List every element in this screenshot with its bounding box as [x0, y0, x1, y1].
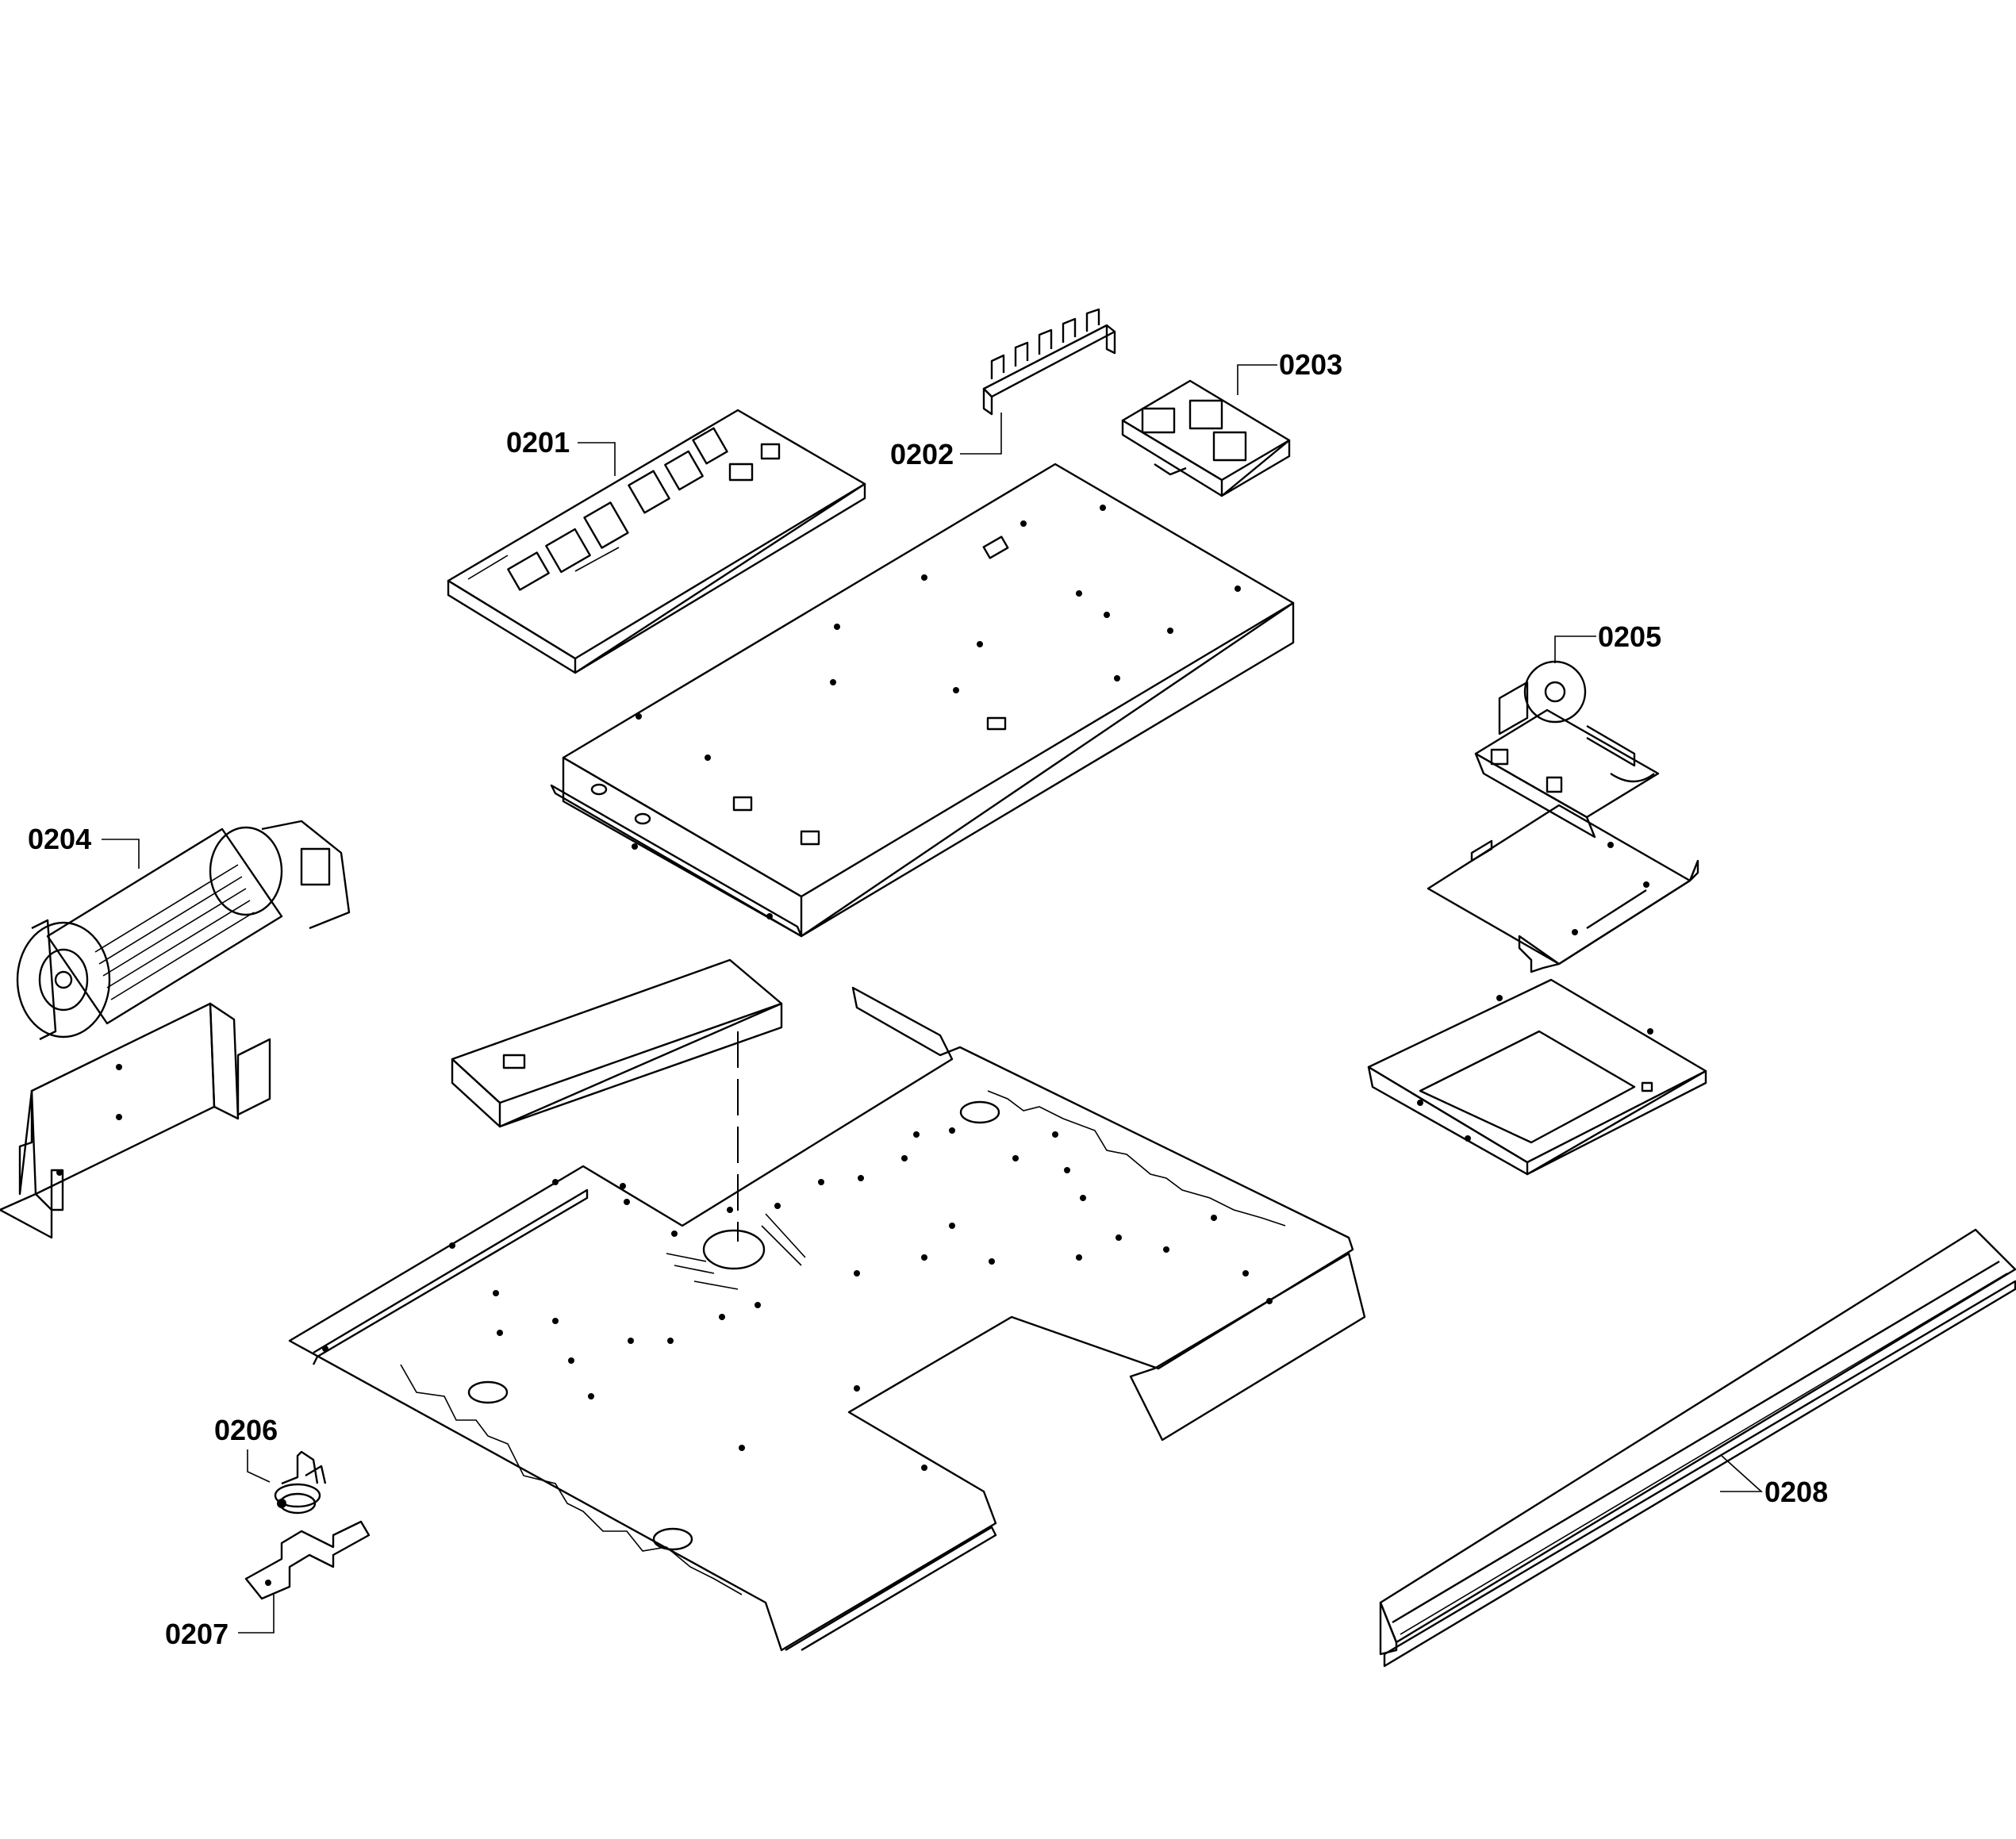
part-0203-switch-housing[interactable]: [1121, 379, 1291, 497]
part-0201-control-board[interactable]: [447, 409, 866, 674]
callout-0202: 0202: [890, 438, 954, 470]
callout-0206-leader: [247, 1449, 271, 1483]
callout-0205-leader: [1554, 635, 1596, 663]
part-0202-terminal-block[interactable]: [982, 308, 1116, 416]
callout-0205: 0205: [1598, 620, 1661, 653]
air-duct: [451, 958, 783, 1128]
base-plate: [288, 986, 1366, 1652]
motor-mounting-plate: [1427, 804, 1699, 973]
callout-0202-leader: [960, 413, 1002, 455]
part-0204-blower-motor[interactable]: [16, 820, 351, 1041]
callout-0203: 0203: [1279, 348, 1342, 381]
callout-0203-leader: [1237, 364, 1277, 395]
part-0206-thermostat[interactable]: [274, 1450, 327, 1515]
callout-0208-leader: [1720, 1455, 1764, 1492]
callout-0207: 0207: [165, 1618, 228, 1650]
cover-tray: [1367, 978, 1707, 1176]
callout-0206: 0206: [214, 1414, 278, 1446]
callout-0201-leader: [578, 442, 616, 476]
blower-bracket: [0, 1002, 271, 1239]
upper-plate: [550, 463, 1295, 938]
callout-0204-leader: [102, 839, 140, 869]
part-0207-bracket[interactable]: [244, 1520, 371, 1600]
callout-0204: 0204: [28, 823, 91, 855]
callout-0208: 0208: [1764, 1476, 1828, 1508]
callout-0201: 0201: [506, 426, 570, 459]
callout-0207-leader: [238, 1595, 275, 1634]
part-0208-trim-rail[interactable]: [1379, 1228, 2016, 1668]
